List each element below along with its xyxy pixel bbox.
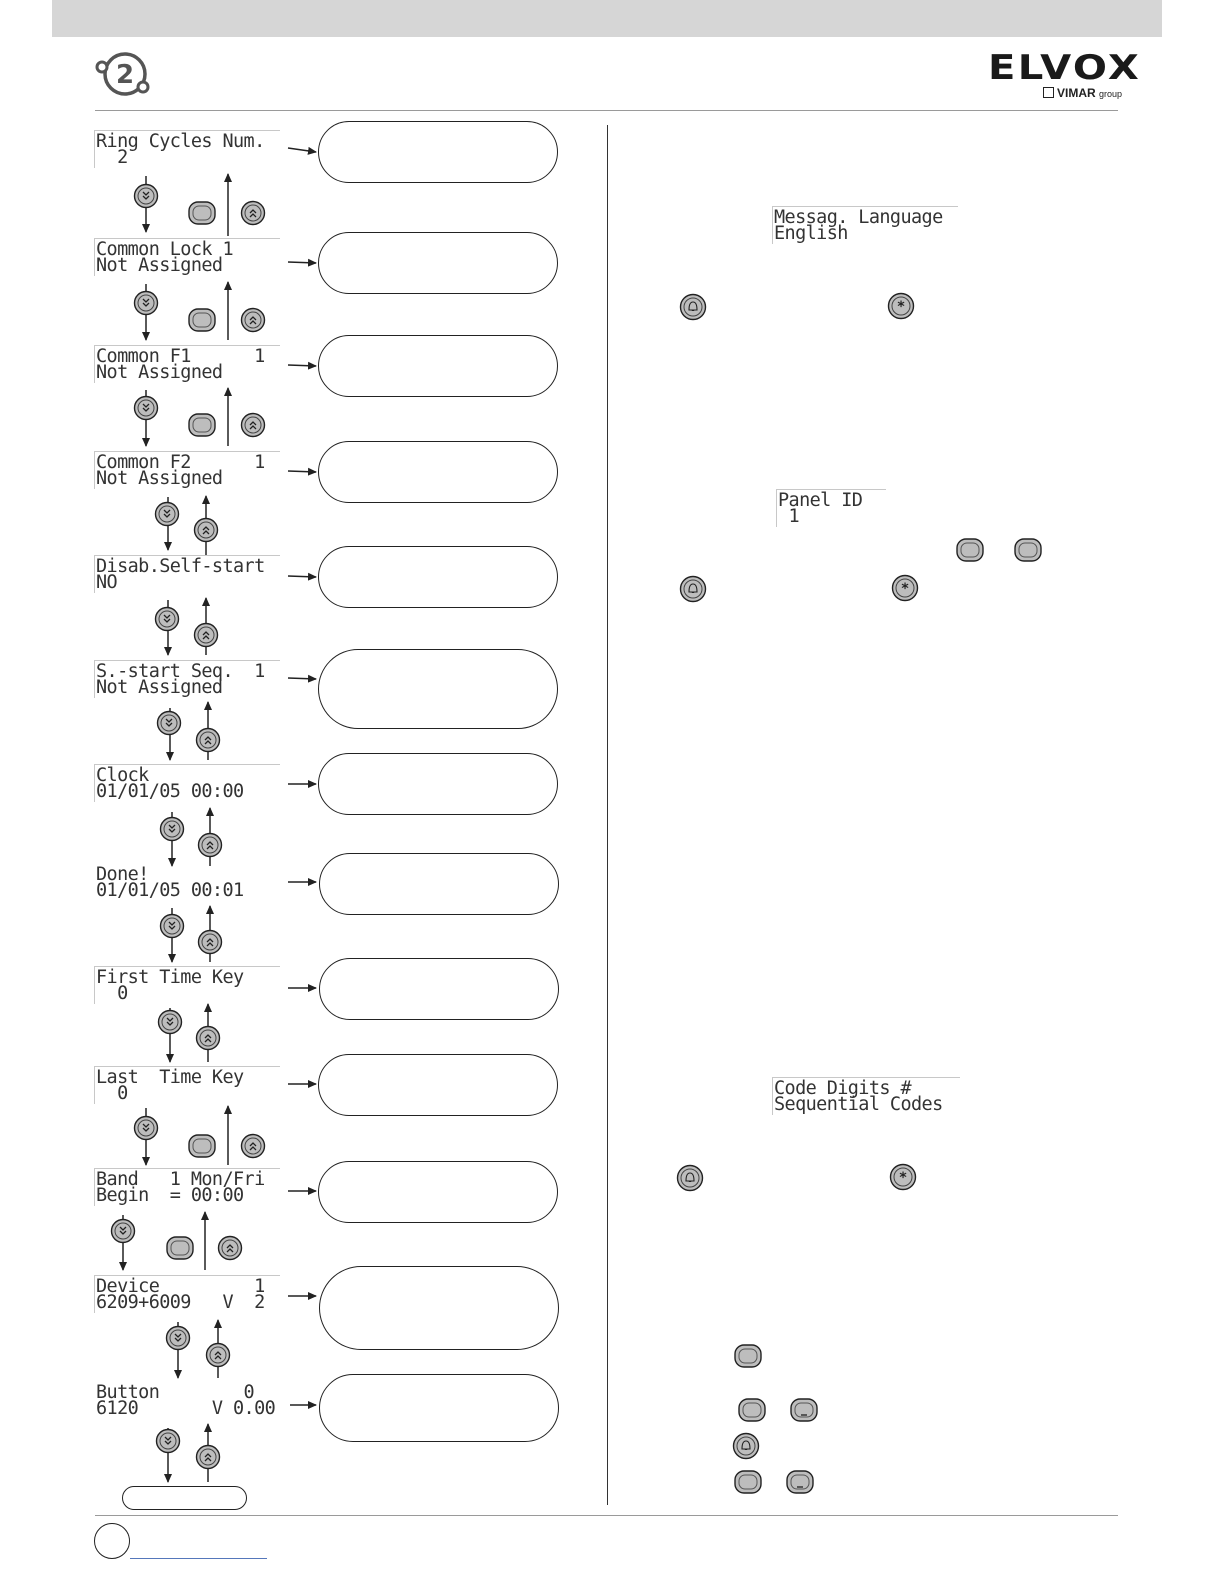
double-chevron-up-icon <box>240 200 266 226</box>
double-chevron-down-icon <box>154 606 180 632</box>
column-divider <box>607 125 608 1505</box>
description-bubble <box>318 1054 558 1116</box>
lcd-first-time-key: First Time Key 0 <box>94 966 280 1004</box>
blank-key-icon <box>1014 538 1042 562</box>
minus-key-icon <box>790 1398 818 1422</box>
asterisk-icon <box>887 292 915 320</box>
asterisk-icon <box>889 1163 917 1191</box>
footer-rule <box>95 1515 1118 1516</box>
double-chevron-down-icon <box>110 1218 136 1244</box>
description-bubble <box>319 1266 559 1350</box>
blank-key-icon <box>188 1134 216 1158</box>
lcd-ring-cycles: Ring Cycles Num. 2 <box>94 130 280 168</box>
bell-icon <box>679 293 707 321</box>
description-bubble <box>318 1161 558 1223</box>
double-chevron-up-icon <box>197 929 223 955</box>
flow-end-box <box>122 1486 247 1510</box>
double-chevron-down-icon <box>156 710 182 736</box>
double-chevron-down-icon <box>155 1428 181 1454</box>
lcd-done: Done!01/01/05 00:01 <box>96 864 244 901</box>
double-chevron-down-icon <box>159 913 185 939</box>
footer-link-line <box>130 1558 267 1559</box>
double-chevron-up-icon <box>217 1235 243 1261</box>
description-bubble <box>319 1374 559 1442</box>
double-chevron-up-icon <box>240 307 266 333</box>
double-chevron-down-icon <box>133 290 159 316</box>
description-bubble <box>318 649 558 729</box>
brand-logo: ELVOX <box>988 48 1142 88</box>
page-number-circle <box>94 1523 130 1559</box>
description-bubble <box>318 546 558 608</box>
blank-key-icon <box>188 201 216 225</box>
double-chevron-down-icon <box>157 1009 183 1035</box>
double-chevron-up-icon <box>205 1342 231 1368</box>
description-bubble <box>318 335 558 397</box>
double-chevron-up-icon <box>240 412 266 438</box>
double-chevron-up-icon <box>197 832 223 858</box>
double-chevron-down-icon <box>133 395 159 421</box>
double-chevron-up-icon <box>193 517 219 543</box>
description-bubble <box>318 753 558 815</box>
minus-key-icon <box>786 1470 814 1494</box>
blank-key-icon <box>734 1344 762 1368</box>
double-chevron-down-icon <box>133 183 159 209</box>
two-wire-logo-icon: 2 <box>95 52 150 96</box>
lcd-panel-id: Panel ID 1 <box>776 489 886 527</box>
blank-key-icon <box>166 1236 194 1260</box>
double-chevron-up-icon <box>195 727 221 753</box>
bell-icon <box>679 575 707 603</box>
header-rule <box>95 110 1118 111</box>
double-chevron-up-icon <box>195 1444 221 1470</box>
asterisk-icon <box>891 574 919 602</box>
top-bar <box>52 0 1162 37</box>
double-chevron-up-icon <box>193 622 219 648</box>
description-bubble <box>318 441 558 503</box>
blank-key-icon <box>734 1470 762 1494</box>
description-bubble <box>319 853 559 915</box>
blank-key-icon <box>956 538 984 562</box>
description-bubble <box>318 121 558 183</box>
svg-text:2: 2 <box>116 60 134 90</box>
description-bubble <box>319 958 559 1020</box>
lcd-code-digits: Code Digits #Sequential Codes <box>772 1077 960 1115</box>
double-chevron-down-icon <box>133 1115 159 1141</box>
double-chevron-up-icon <box>240 1133 266 1159</box>
blank-key-icon <box>188 413 216 437</box>
double-chevron-up-icon <box>195 1025 221 1051</box>
blank-key-icon <box>738 1398 766 1422</box>
lcd-last-time-key: Last Time Key 0 <box>94 1066 280 1104</box>
double-chevron-down-icon <box>165 1325 191 1351</box>
bell-icon <box>732 1432 760 1460</box>
bell-icon <box>676 1164 704 1192</box>
double-chevron-down-icon <box>154 501 180 527</box>
description-bubble <box>318 232 558 294</box>
vimar-logo: VIMAR group <box>1043 86 1122 100</box>
blank-key-icon <box>188 308 216 332</box>
double-chevron-down-icon <box>159 816 185 842</box>
